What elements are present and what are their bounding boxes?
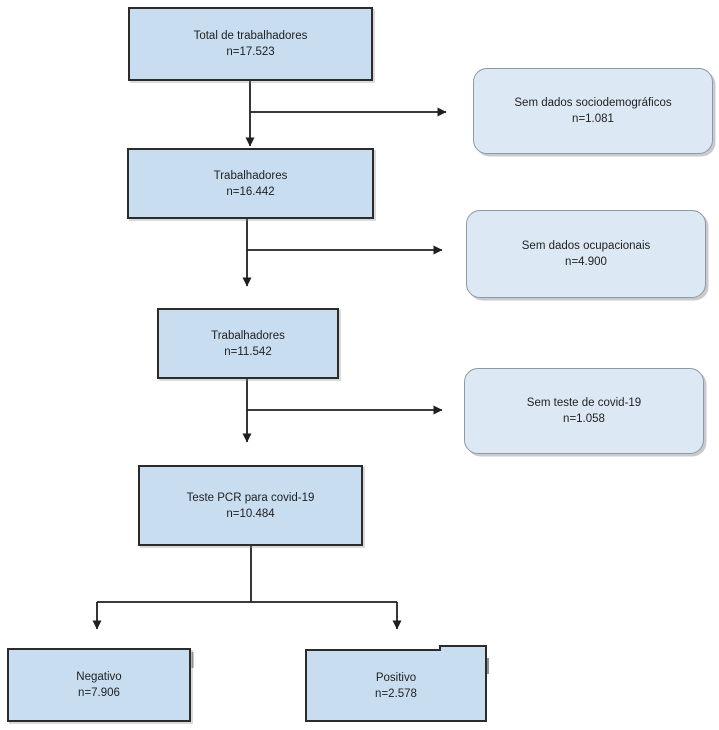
box-total-label: Total de trabalhadores bbox=[193, 30, 308, 42]
box-trabalhadores-2: Trabalhadores n=11.542 bbox=[157, 308, 339, 379]
box-trabalhadores-2-count: n=11.542 bbox=[224, 345, 272, 358]
box-excl-ocupacionais-label: Sem dados ocupacionais bbox=[521, 240, 651, 252]
box-positivo-shape bbox=[305, 645, 487, 722]
box-excl-sem-teste-count: n=1.058 bbox=[563, 413, 605, 425]
box-negativo: Negativo n=7.906 bbox=[7, 648, 191, 722]
box-excl-sociodemograficos: Sem dados sociodemográficos n=1.081 bbox=[473, 68, 713, 154]
box-trabalhadores-1-count: n=16.442 bbox=[226, 185, 275, 198]
box-positivo: Positivo n=2.578 bbox=[306, 650, 486, 721]
box-teste-pcr-count: n=10.484 bbox=[226, 507, 275, 520]
box-negativo-count: n=7.906 bbox=[78, 687, 120, 699]
box-trabalhadores-1: Trabalhadores n=16.442 bbox=[127, 148, 374, 219]
box-teste-pcr-label: Teste PCR para covid-19 bbox=[186, 491, 315, 504]
box-positivo-label: Positivo bbox=[375, 671, 417, 684]
box-excl-ocupacionais-count: n=4.900 bbox=[565, 256, 607, 268]
box-trabalhadores-2-label: Trabalhadores bbox=[211, 329, 285, 342]
box-excl-sociodemograficos-label: Sem dados sociodemográficos bbox=[514, 97, 672, 109]
box-excl-sem-teste-label: Sem teste de covid-19 bbox=[526, 397, 642, 409]
box-total-trabalhadores: Total de trabalhadores n=17.523 bbox=[128, 7, 373, 81]
box-total-count: n=17.523 bbox=[226, 46, 275, 58]
box-positivo-count: n=2.578 bbox=[375, 687, 417, 700]
box-teste-pcr: Teste PCR para covid-19 n=10.484 bbox=[138, 465, 363, 546]
box-excl-sociodemograficos-count: n=1.081 bbox=[572, 113, 614, 125]
box-excl-sem-teste: Sem teste de covid-19 n=1.058 bbox=[464, 368, 704, 454]
box-negativo-label: Negativo bbox=[76, 671, 122, 683]
box-excl-ocupacionais: Sem dados ocupacionais n=4.900 bbox=[466, 210, 706, 298]
box-trabalhadores-1-label: Trabalhadores bbox=[213, 169, 288, 182]
